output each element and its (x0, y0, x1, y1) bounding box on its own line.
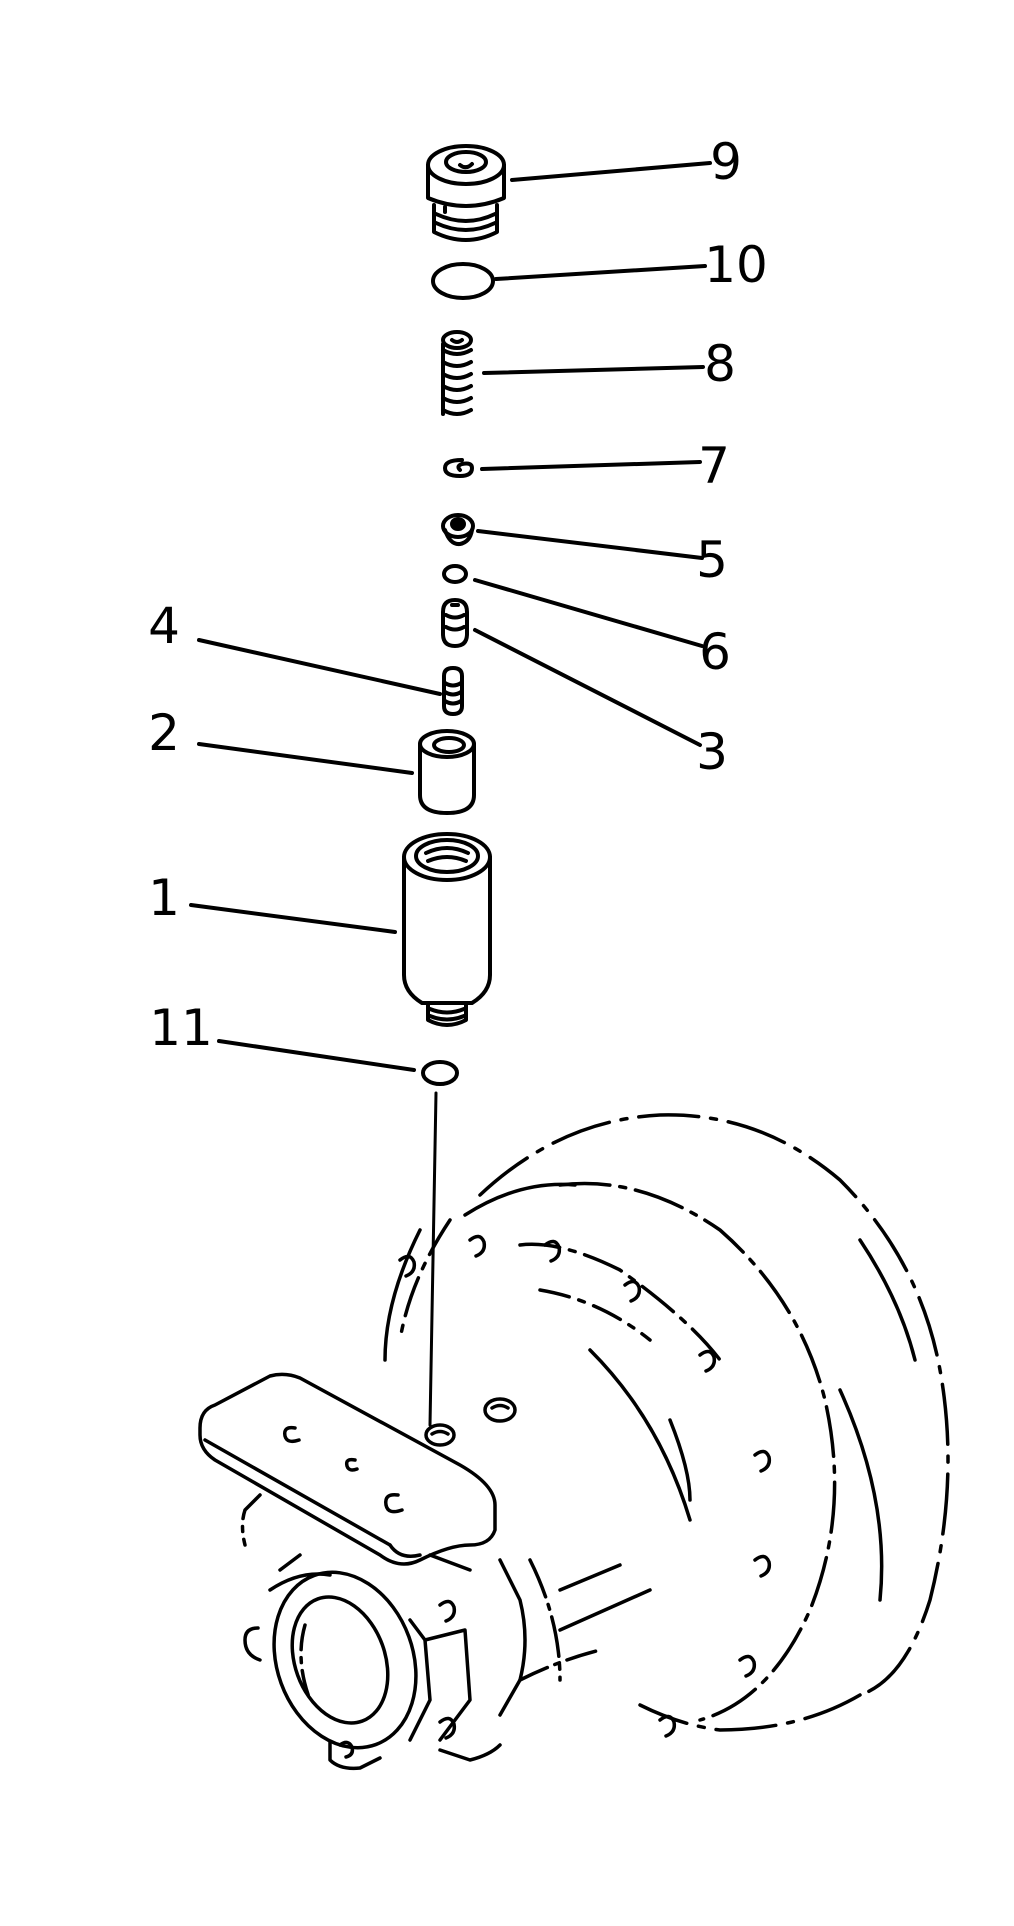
final-drive-housing (198, 1113, 950, 1771)
callout-label-6: 6 (699, 623, 731, 681)
valve-seat-part-5 (441, 513, 475, 547)
leader-line-1 (189, 903, 397, 934)
callout-label-11: 11 (149, 999, 213, 1057)
leader-line-4 (197, 638, 442, 696)
install-axis-line (428, 1091, 438, 1427)
o-ring-part-6 (442, 564, 468, 584)
sleeve-part-2 (418, 729, 476, 815)
plug-part-9 (426, 144, 506, 242)
spring-part-4 (442, 666, 464, 716)
callout-label-10: 10 (704, 236, 768, 294)
valve-body-part-1 (402, 832, 492, 1027)
o-ring-part-11 (421, 1060, 459, 1086)
callout-label-3: 3 (696, 723, 728, 781)
spring-part-8 (441, 330, 473, 416)
callout-label-7: 7 (698, 437, 730, 495)
callout-label-9: 9 (710, 133, 742, 191)
piston-part-3 (441, 598, 469, 648)
leader-line-8 (482, 365, 705, 375)
snap-ring-part-7 (443, 458, 474, 478)
leader-line-6 (473, 578, 704, 648)
callout-label-1: 1 (148, 869, 180, 927)
o-ring-part-10 (431, 262, 495, 300)
leader-line-3 (473, 628, 702, 747)
leader-line-2 (197, 742, 414, 775)
callout-label-8: 8 (704, 335, 736, 393)
callout-label-4: 4 (148, 597, 180, 655)
callout-label-5: 5 (696, 531, 728, 589)
leader-line-9 (510, 161, 712, 182)
leader-line-10 (494, 264, 707, 281)
leader-line-5 (476, 529, 704, 560)
leader-line-11 (217, 1039, 416, 1072)
callout-label-2: 2 (148, 704, 180, 762)
leader-line-7 (480, 460, 702, 471)
